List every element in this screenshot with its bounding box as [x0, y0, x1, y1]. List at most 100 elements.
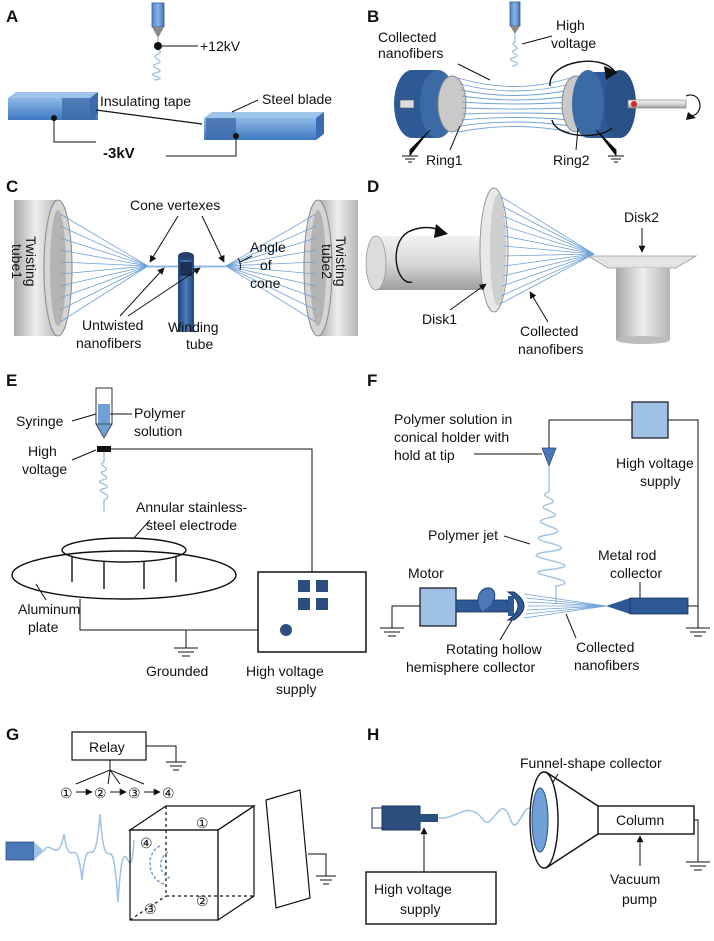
panel-f: F Polymer solution in conical holder wit… — [367, 371, 710, 675]
panel-g: G Relay ① ② ③ ④ ④ ① — [5, 725, 336, 922]
winding-tube-label-1: Winding — [168, 319, 219, 335]
nanofiber-jet — [43, 813, 135, 903]
hv-supply-label-1: High voltage — [374, 881, 452, 897]
voltage-negative-label: -3kV — [103, 145, 135, 162]
ring1-collector — [394, 70, 467, 138]
ring2-label: Ring2 — [553, 152, 590, 168]
rotating-collector-label-2: hemisphere collector — [406, 659, 536, 675]
collected-nanofibers-label-1: Collected — [576, 639, 634, 655]
hv-supply-label-1: High voltage — [246, 663, 324, 679]
collected-nanofibers — [457, 77, 571, 133]
disk2-label: Disk2 — [624, 209, 659, 225]
ground-icon — [380, 627, 404, 637]
panel-b: B Collected nanofibers High voltage — [367, 1, 701, 168]
electrode-cube — [128, 804, 256, 922]
polymer-jet — [535, 466, 566, 604]
twisting-tube1-label-1: Twisting — [23, 236, 39, 287]
ground-icon — [686, 627, 710, 637]
aluminum-plate-label-1: Aluminum — [18, 601, 80, 617]
metal-rod-label-2: collector — [610, 565, 662, 581]
collected-nanofibers-label-2: nanofibers — [518, 341, 583, 357]
aluminum-plate — [11, 550, 237, 600]
collected-nanofibers-label-2: nanofibers — [378, 45, 443, 61]
rotation-arrow-icon — [685, 94, 701, 117]
ring2-collector — [561, 70, 687, 138]
ring1-label: Ring1 — [426, 152, 463, 168]
metal-rod-label-1: Metal rod — [598, 547, 656, 563]
nanofiber-jet — [437, 807, 535, 826]
panel-d: D Disk2 Disk1 Collected nano — [365, 177, 698, 357]
needle-icon — [151, 2, 165, 38]
left-steel-blade — [8, 92, 98, 120]
panel-f-letter: F — [367, 371, 377, 390]
needle-icon — [5, 841, 44, 861]
panel-b-letter: B — [367, 7, 379, 26]
panel-h-letter: H — [367, 725, 379, 744]
untwisted-nanofibers-label-1: Untwisted — [82, 317, 143, 333]
panel-g-letter: G — [6, 725, 19, 744]
annular-electrode-label-1: Annular stainless- — [136, 499, 248, 515]
syringe-icon — [95, 387, 113, 452]
rotating-collector-label-1: Rotating hollow — [446, 641, 543, 657]
untwisted-nanofibers-label-2: nanofibers — [76, 335, 141, 351]
sequence-2: ② — [94, 785, 107, 801]
conical-holder-icon — [541, 447, 557, 468]
hv-supply-label-1: High voltage — [616, 455, 694, 471]
steel-blade-label: Steel blade — [262, 91, 332, 107]
annular-electrode — [61, 537, 187, 563]
panel-e-letter: E — [6, 371, 17, 390]
panel-d-letter: D — [367, 177, 379, 196]
needle-icon — [509, 1, 521, 34]
panel-c-letter: C — [6, 177, 18, 196]
twisting-tube2: Twisting tube2 — [303, 199, 358, 337]
high-voltage-supply-box — [631, 401, 669, 439]
collected-nanofibers-label-1: Collected — [520, 323, 578, 339]
collected-nanofibers — [523, 593, 607, 619]
polymer-solution-label-1: Polymer — [134, 405, 186, 421]
insulating-tape-label: Insulating tape — [100, 93, 191, 109]
angle-of-cone-label-2: of — [260, 257, 272, 273]
hv-supply-label-2: supply — [640, 473, 680, 489]
panel-a: A +12kV Insulating tape Steel blade — [6, 2, 332, 162]
cube-face-4: ④ — [140, 835, 153, 851]
sequence-4: ④ — [162, 785, 175, 801]
polymer-jet-label: Polymer jet — [428, 527, 498, 543]
annular-electrode-label-2: steel electrode — [146, 517, 237, 533]
ground-icon — [402, 129, 624, 163]
sequence-3: ③ — [128, 785, 141, 801]
grounded-label: Grounded — [146, 663, 208, 679]
right-steel-blade — [204, 112, 324, 140]
cube-face-1: ① — [196, 815, 209, 831]
funnel-collector-label: Funnel-shape collector — [520, 755, 662, 771]
metal-rod-collector — [606, 597, 689, 615]
plate-collector — [265, 789, 311, 909]
rotating-hemisphere-collector — [506, 591, 525, 621]
polymer-solution-label-2: solution — [134, 423, 182, 439]
cube-face-3: ③ — [144, 901, 157, 917]
rotation-arrow-icon — [395, 226, 443, 283]
insulating-tape-left — [62, 98, 96, 120]
rotation-arrow-icon — [477, 587, 496, 613]
aluminum-plate-label-2: plate — [28, 619, 59, 635]
high-voltage-label-1: High — [28, 443, 57, 459]
disk2-collector — [586, 255, 698, 344]
hv-supply-label-2: supply — [400, 901, 440, 917]
cube-face-2: ② — [196, 893, 209, 909]
winding-tube-label-2: tube — [186, 336, 213, 352]
collected-nanofibers — [499, 195, 595, 305]
ground-icon — [174, 630, 198, 657]
high-voltage-label-2: voltage — [551, 35, 596, 51]
funnel-collector — [529, 771, 695, 869]
polymer-holder-label-3: hold at tip — [394, 447, 455, 463]
vacuum-pump-label-1: Vacuum — [610, 871, 660, 887]
sequence-1: ① — [60, 785, 73, 801]
polymer-holder-label-2: conical holder with — [394, 429, 509, 445]
nanofiber-jet — [152, 38, 162, 81]
voltage-positive-label: +12kV — [200, 38, 241, 54]
motor-label: Motor — [408, 565, 444, 581]
panel-e: E Syringe Polymer solution High voltage … — [6, 371, 367, 697]
relay-label: Relay — [89, 739, 125, 755]
ground-icon — [316, 875, 336, 885]
rotation-arrow-icon — [549, 60, 617, 137]
insulating-tape-right — [206, 118, 236, 140]
